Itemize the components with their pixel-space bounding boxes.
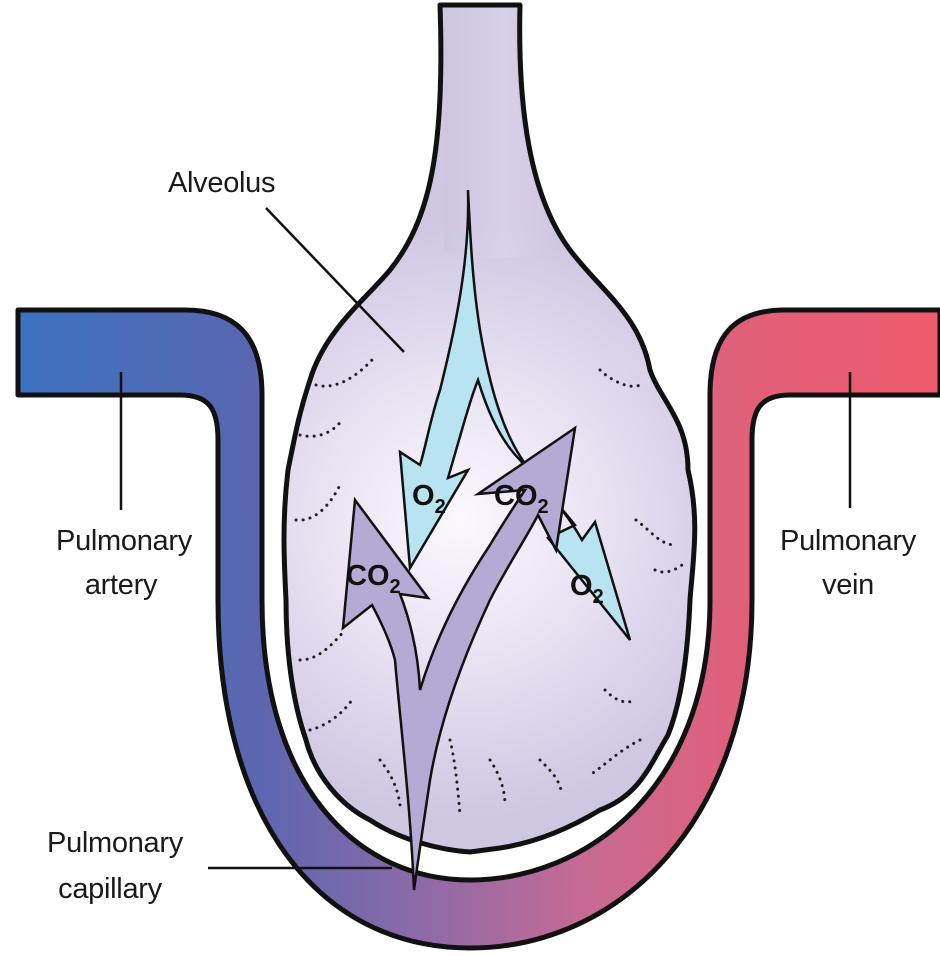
artery-label-line2: artery: [85, 569, 158, 601]
alveolar-duct: [444, 8, 566, 258]
alveolus-label: Alveolus: [168, 167, 275, 199]
alveolus: [284, 5, 695, 852]
capillary-label-line2: capillary: [58, 873, 162, 905]
vein-label-line1: Pulmonary: [780, 525, 917, 557]
vein-label-line2: vein: [822, 569, 874, 601]
artery-label-line1: Pulmonary: [56, 525, 193, 557]
capillary-label-line1: Pulmonary: [47, 827, 184, 859]
